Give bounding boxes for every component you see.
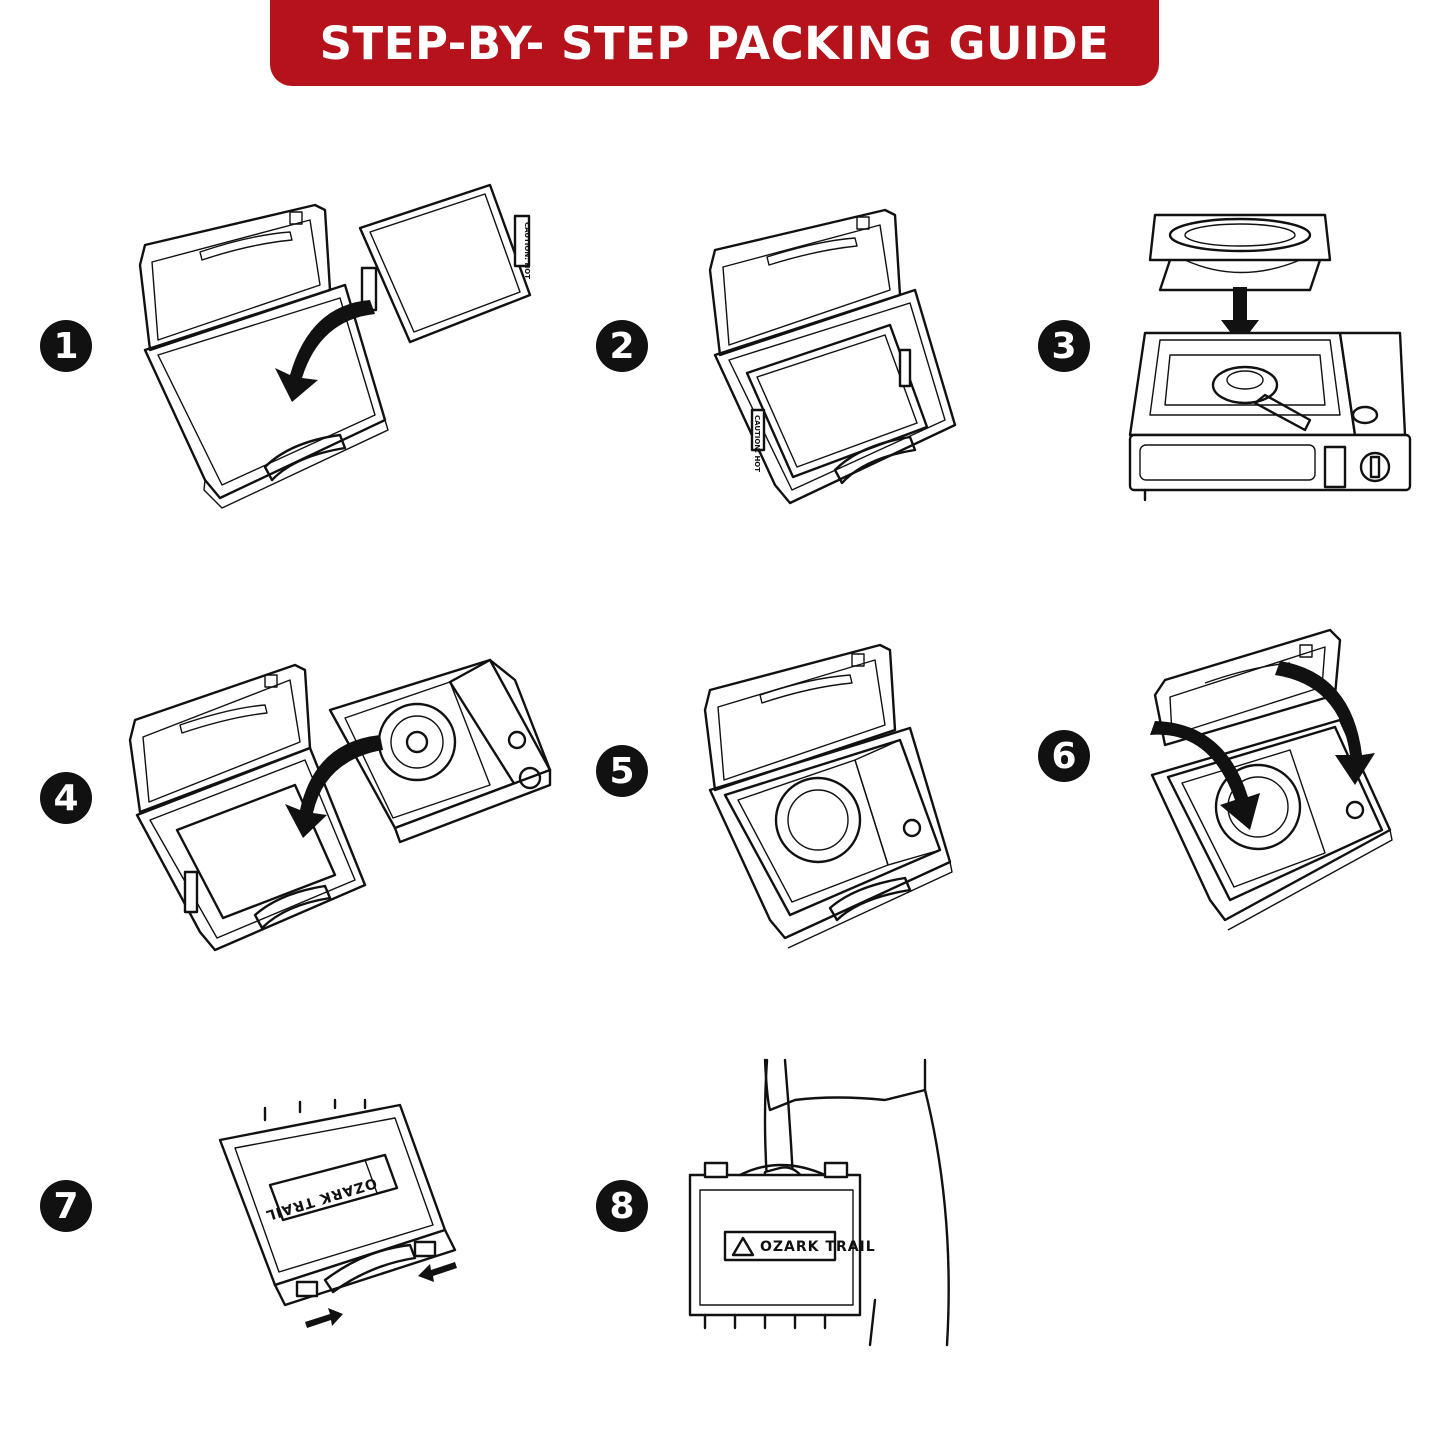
step-3-illustration	[1125, 205, 1415, 505]
brand-logo-text: OZARK TRAIL	[760, 1239, 876, 1255]
step-6-badge: 6	[1038, 730, 1090, 782]
step-2-badge: 2	[596, 320, 648, 372]
step-1-illustration: CAUTION: HOT	[130, 180, 560, 510]
step-number: 7	[53, 1185, 79, 1227]
caution-label: CAUTION: HOT	[753, 415, 761, 472]
caution-label: CAUTION: HOT	[523, 222, 531, 279]
step-4-illustration	[125, 650, 555, 955]
step-3-badge: 3	[1038, 320, 1090, 372]
step-8-illustration: OZARK TRAIL	[685, 1060, 965, 1350]
step-7-illustration: OZARK TRAIL	[215, 1100, 457, 1328]
step-number: 5	[609, 750, 635, 792]
step-number: 6	[1051, 735, 1077, 777]
step-5-badge: 5	[596, 745, 648, 797]
step-8-badge: 8	[596, 1180, 648, 1232]
step-2-illustration: CAUTION: HOT	[705, 205, 965, 505]
step-number: 1	[53, 325, 79, 367]
step-number: 2	[609, 325, 635, 367]
step-number: 8	[609, 1185, 635, 1227]
step-number: 3	[1051, 325, 1077, 367]
page-title: STEP-BY- STEP PACKING GUIDE	[319, 16, 1110, 70]
step-5-illustration	[700, 640, 960, 940]
step-6-illustration	[1150, 625, 1410, 930]
step-4-badge: 4	[40, 772, 92, 824]
step-7-badge: 7	[40, 1180, 92, 1232]
step-number: 4	[53, 777, 79, 819]
step-1-badge: 1	[40, 320, 92, 372]
title-banner: STEP-BY- STEP PACKING GUIDE	[270, 0, 1159, 86]
